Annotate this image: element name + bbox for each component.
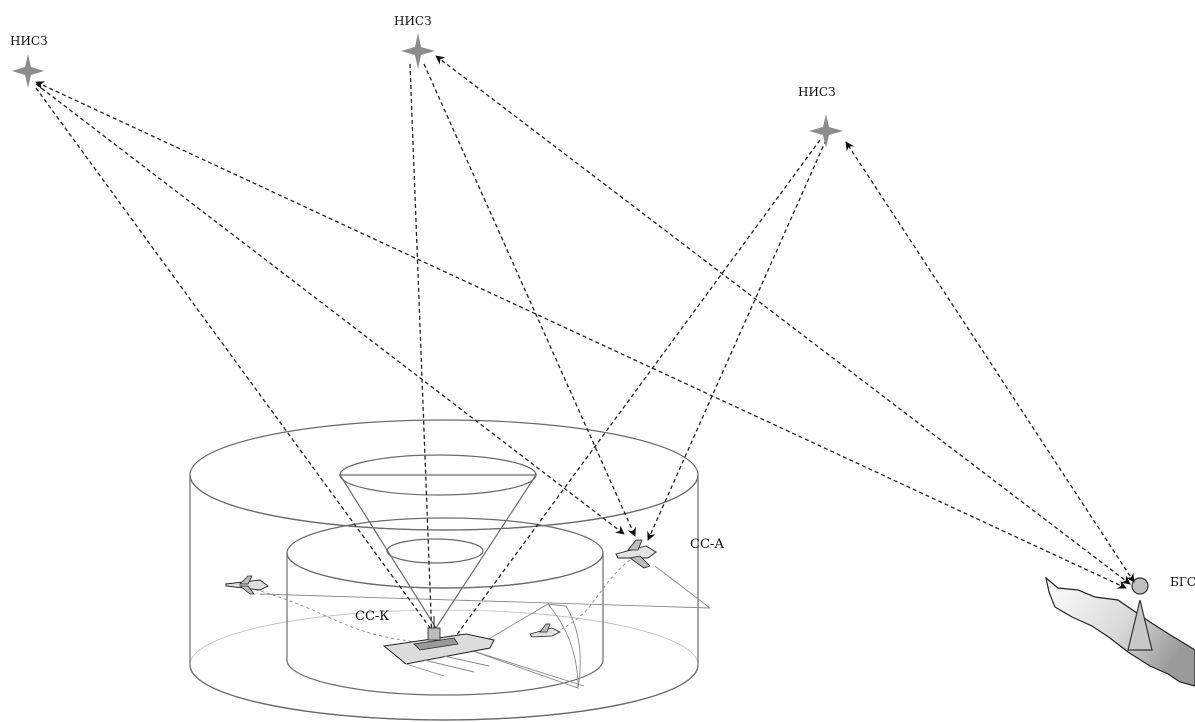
satellite-left: НИСЗ (10, 34, 48, 88)
links (35, 55, 1135, 645)
aircraft-icon (529, 623, 561, 638)
ground-station-icon (1127, 577, 1153, 651)
label-nisz-center: НИСЗ (394, 14, 432, 28)
star-satellite-icon (12, 54, 44, 88)
inner-cylinder-top (286, 517, 604, 589)
label-cc-k: СС-К (355, 609, 389, 624)
radar-sector (468, 603, 581, 689)
inner-cylinder (286, 552, 604, 696)
label-bgs: БГС (1170, 575, 1195, 589)
dead-zone-cone (338, 474, 538, 630)
label-nisz-right: НИСЗ (798, 85, 836, 99)
satellite-right: НИСЗ (798, 85, 843, 148)
ground-station (1045, 576, 1195, 687)
ship-icon (382, 616, 495, 677)
satellite-center: НИСЗ (394, 14, 435, 69)
star-satellite-icon (401, 33, 435, 69)
label-cc-a: СС-А (690, 537, 724, 552)
coastline (1045, 576, 1195, 687)
aircraft-icon (225, 575, 269, 595)
label-nisz-left: НИСЗ (10, 34, 48, 48)
cone-mid (386, 538, 484, 564)
star-satellite-icon (809, 114, 843, 148)
protection-zone (189, 419, 711, 721)
outer-cylinder (189, 474, 699, 721)
aircraft-icon (615, 539, 657, 569)
